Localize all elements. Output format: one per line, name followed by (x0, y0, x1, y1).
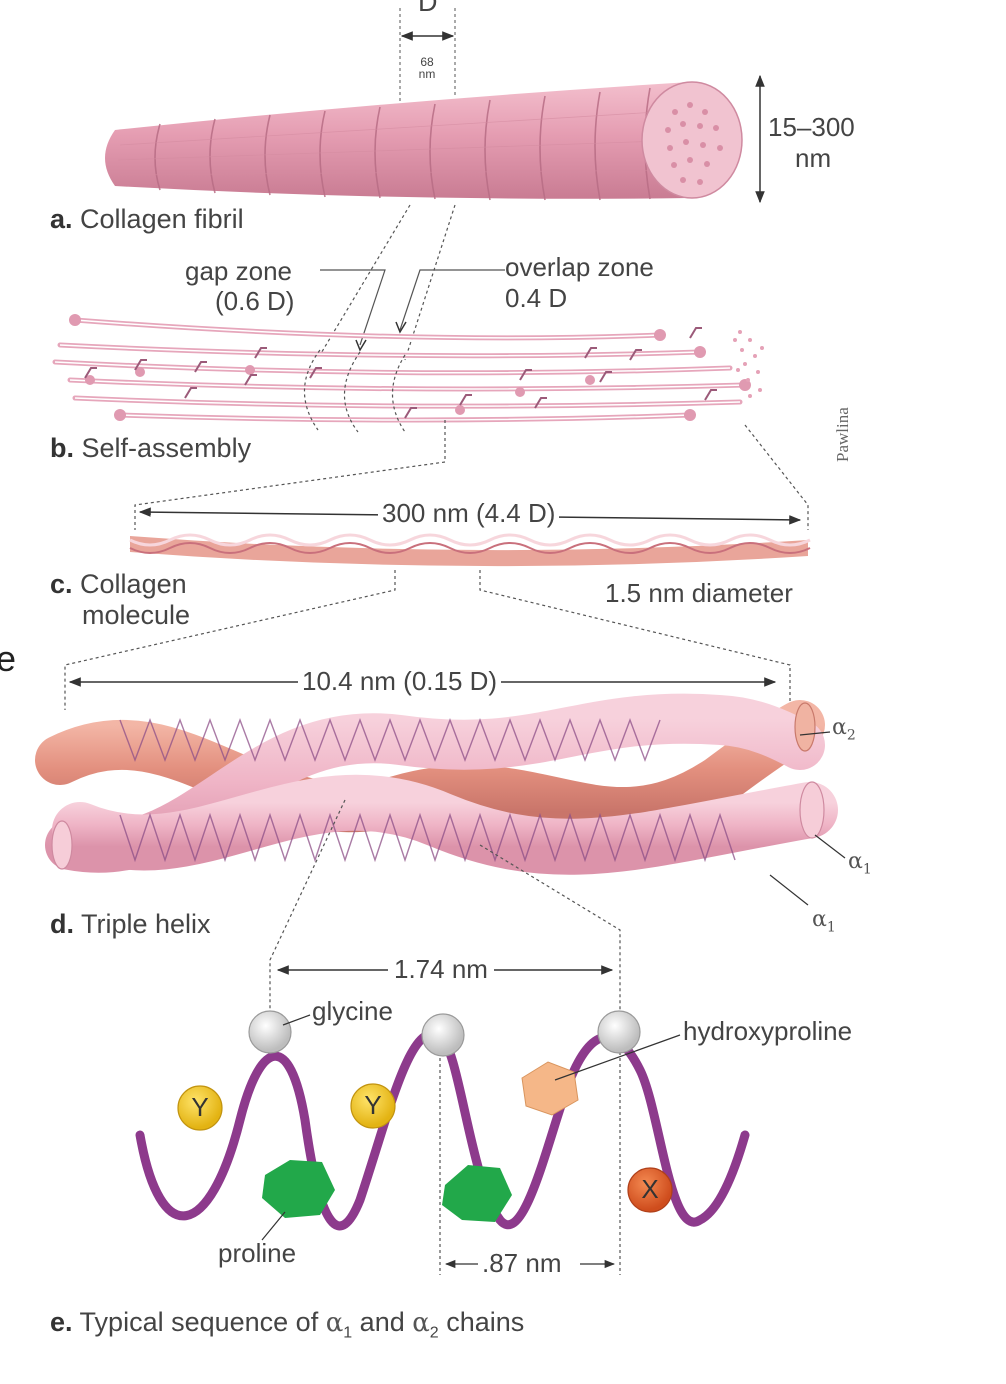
connector-molecule-to-helix (64, 570, 791, 710)
alpha1-chain-label-upper: α1 (848, 849, 872, 878)
connector-fibril-to-assembly (319, 204, 505, 361)
hydroxyproline-label: hydroxyproline (683, 1016, 853, 1046)
triple-helix (35, 677, 846, 906)
panel-a-title: Collagen fibril (80, 204, 244, 234)
panel-d-caption: d. Triple helix (50, 910, 211, 938)
glycine-spacing-label: 1.74 nm (388, 955, 494, 984)
period-label: D (418, 0, 438, 17)
y-residue (350, 1083, 396, 1129)
panel-c-letter: c. (50, 569, 73, 599)
helix-length-label: 10.4 nm (0.15 D) (298, 667, 502, 696)
edge-letter: e (0, 638, 17, 679)
y-residue (177, 1085, 223, 1131)
connector-assembly-to-molecule (134, 420, 809, 530)
glycine-label: glycine (312, 996, 393, 1026)
collagen-molecule (129, 507, 811, 567)
panel-c-title-line2: molecule (82, 600, 191, 630)
panel-d-title: Triple helix (81, 909, 211, 939)
glycine-residue (597, 1010, 641, 1054)
x-residue (627, 1167, 673, 1213)
panel-c-caption: c. Collagen (50, 570, 187, 598)
fibril-diameter-line1: 15–300 (768, 112, 855, 142)
panel-b-caption: b. Self-assembly (50, 434, 251, 462)
proline-residue (442, 1165, 512, 1222)
period-length-top: 68 (420, 55, 434, 69)
y-residue-letter: Y (191, 1092, 209, 1122)
glycine-residue (248, 1010, 292, 1054)
glycine-residue (421, 1013, 465, 1057)
molecule-diameter-label: 1.5 nm diameter (605, 578, 793, 608)
residue-spacing-label: .87 nm (482, 1248, 562, 1278)
gap-zone-value: (0.6 D) (215, 286, 295, 316)
panel-d-letter: d. (50, 909, 74, 939)
panel-c-title-line1: Collagen (80, 569, 187, 599)
panel-e-caption: e. Typical sequence of α1 and α2 chains (50, 1307, 525, 1342)
y-residue-letter: Y (364, 1090, 382, 1120)
proline-residue (262, 1160, 335, 1218)
proline-label: proline (218, 1238, 297, 1268)
molecule-length-label: 300 nm (4.4 D) (378, 499, 560, 528)
fibril-diameter-line2: nm (795, 143, 832, 173)
overlap-zone-value: 0.4 D (505, 283, 568, 313)
collagen-fibril (105, 8, 765, 204)
alpha2-chain-label: α2 (832, 715, 856, 744)
gap-zone-label: gap zone (185, 256, 292, 286)
overlap-zone-label: overlap zone (505, 252, 654, 282)
panel-a-caption: a. Collagen fibril (50, 205, 244, 233)
panel-b-letter: b. (50, 433, 74, 463)
panel-a-letter: a. (50, 204, 73, 234)
self-assembly (52, 314, 764, 433)
x-residue-letter: X (641, 1174, 659, 1204)
alpha1-chain-label-lower: α1 (812, 907, 836, 936)
peptide-sequence (135, 965, 750, 1269)
illustrator-credit: Pawlina (833, 407, 852, 462)
panel-e-letter: e. (50, 1307, 73, 1337)
panel-b-title: Self-assembly (81, 433, 252, 463)
period-length-bottom: nm (418, 67, 436, 81)
hydroxyproline-residue (521, 1061, 579, 1116)
connector-helix-to-sequence (269, 799, 621, 1275)
